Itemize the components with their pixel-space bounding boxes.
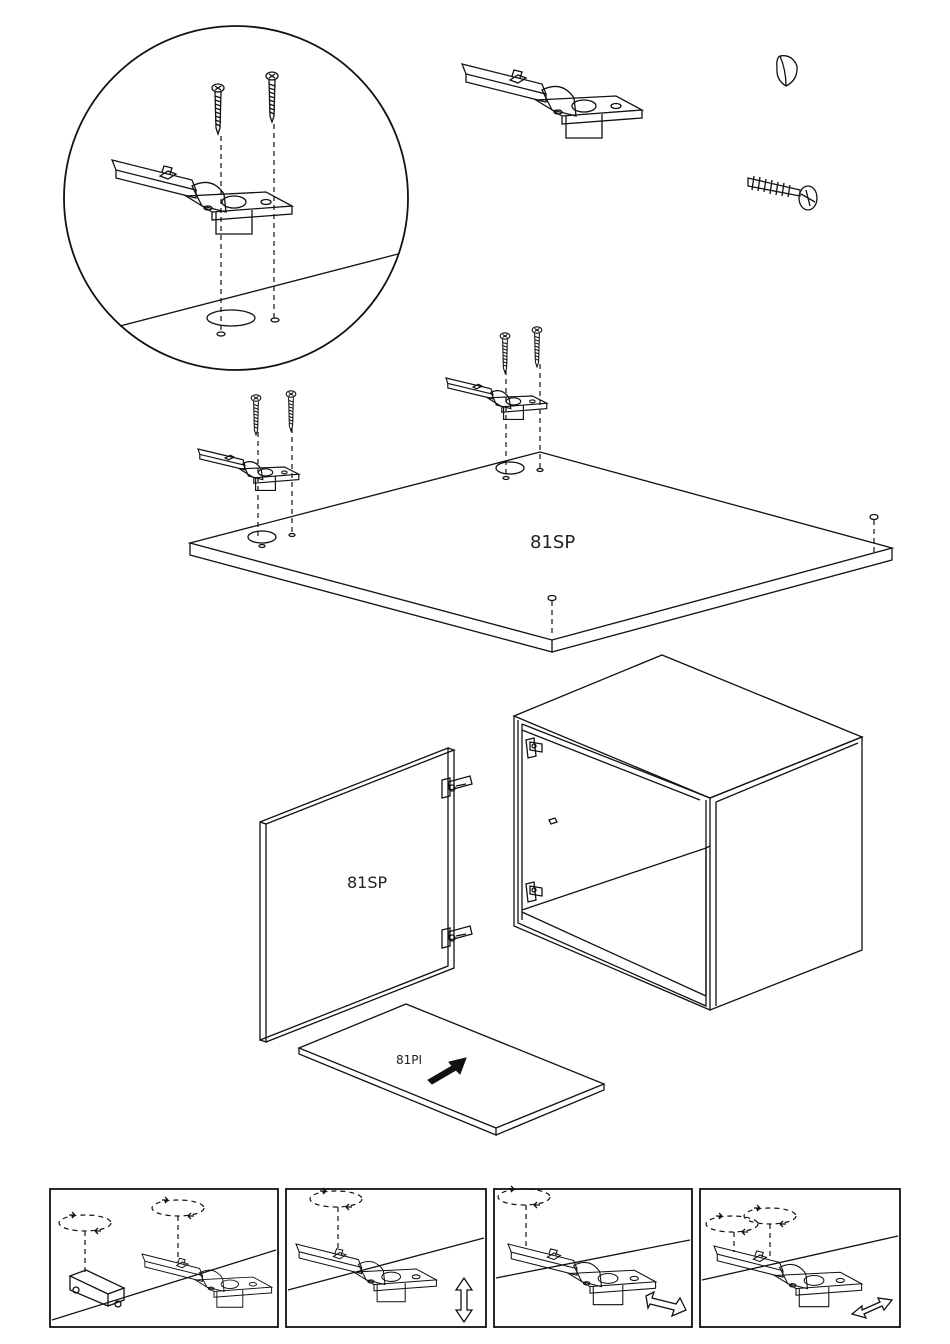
adjust-box-1 <box>50 1189 278 1327</box>
hinge-icon <box>508 1244 656 1305</box>
adjust-box-4 <box>700 1189 900 1327</box>
cap-icon <box>777 56 797 86</box>
screw-icon <box>212 84 224 134</box>
detail-magnifier <box>64 26 408 370</box>
mounting-plate-icon <box>70 1270 124 1307</box>
door-label: 81SP <box>347 873 388 892</box>
panel-top: 81SP <box>190 452 892 652</box>
panel-top-label: 81SP <box>530 532 575 553</box>
door-panel: 81SP <box>260 748 472 1042</box>
adjust-box-3 <box>494 1186 692 1327</box>
cabinet-box <box>514 655 862 1010</box>
hinge-icon <box>446 378 547 419</box>
screw-icon <box>748 176 817 210</box>
screw-icon <box>286 391 296 431</box>
hinge-icon <box>296 1244 436 1302</box>
screw-icon <box>251 395 261 435</box>
mounting-plate-icon <box>526 882 542 902</box>
shelf-panel: 81PI <box>299 1004 604 1135</box>
hinge-icon <box>462 64 642 138</box>
arrow-icon <box>456 1278 472 1322</box>
mounting-plate-icon <box>526 738 542 758</box>
hinge-icon <box>112 160 292 234</box>
screw-icon <box>500 333 510 373</box>
hinge-icon <box>714 1246 862 1307</box>
shelf-label: 81PI <box>396 1053 422 1067</box>
panel-edge-line <box>120 254 398 326</box>
screw-icon <box>266 72 278 122</box>
hinge-icon <box>198 449 299 490</box>
adjust-box-2 <box>286 1188 486 1327</box>
screw-icon <box>532 327 542 367</box>
hinge-icon <box>142 1254 272 1307</box>
arrow-icon <box>646 1292 686 1316</box>
arrow-icon <box>852 1298 892 1318</box>
